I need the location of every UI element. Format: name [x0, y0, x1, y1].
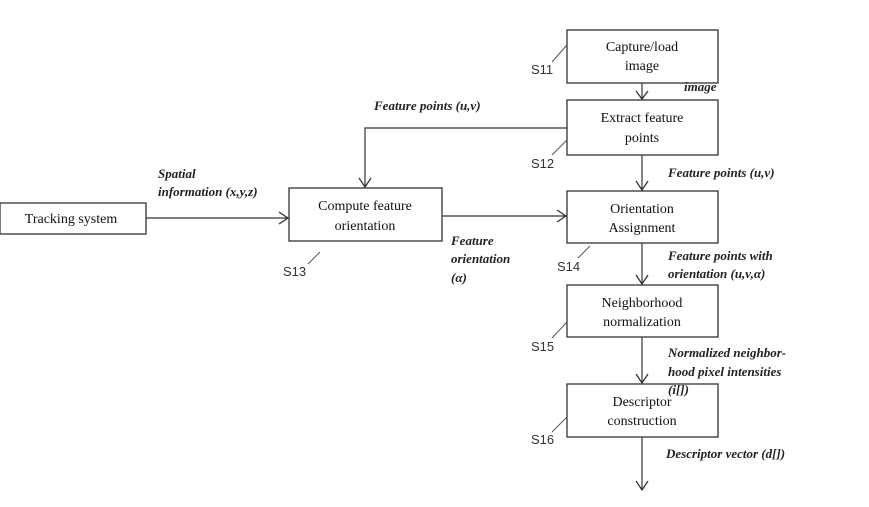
box-extract-line2: points	[625, 131, 659, 146]
box-neighborhood-line1: Neighborhood	[602, 296, 683, 311]
box-neighborhood-normalization: Neighborhood normalization	[566, 284, 719, 338]
leader-s16	[551, 416, 568, 433]
arrowhead-descriptor-output	[635, 480, 649, 492]
arrowhead-capture-extract	[635, 90, 649, 101]
arrowhead-compute-orientation	[556, 209, 568, 223]
box-compute-feature-orientation: Compute feature orientation	[288, 187, 443, 242]
step-label-s13: S13	[283, 264, 306, 279]
box-extract-line1: Extract feature	[601, 111, 684, 126]
leader-s14	[577, 245, 591, 259]
box-orientation-assignment: Orientation Assignment	[566, 190, 719, 244]
box-descriptor-construction: Descriptor construction	[566, 383, 719, 438]
edge-label-fpo-line1: Feature points with	[667, 248, 773, 263]
leader-s15	[551, 321, 568, 339]
edge-label-image: image	[684, 79, 717, 94]
edge-label-feature-orientation-line2: orientation	[451, 251, 510, 266]
arrowhead-extract-orientation	[635, 180, 649, 192]
box-descriptor-line2: construction	[607, 414, 676, 429]
arrowhead-orientation-neighborhood	[635, 274, 649, 286]
box-descriptor-line1: Descriptor	[612, 395, 671, 410]
edge-label-feature-points-right: Feature points (u,v)	[667, 165, 775, 180]
edge-label-spatial-line1: Spatial	[158, 166, 196, 181]
arrow-extract-to-compute	[364, 127, 567, 187]
edge-label-feature-orientation-line1: Feature	[450, 233, 494, 248]
step-label-s15: S15	[531, 339, 554, 354]
arrowhead-extract-compute	[358, 177, 372, 189]
arrowhead-tracking-compute	[278, 211, 290, 225]
box-capture-load-image: Capture/load image	[566, 29, 719, 84]
step-label-s14: S14	[557, 259, 580, 274]
edge-label-fpo-line2: orientation (u,v,α)	[668, 266, 765, 281]
edge-label-descriptor-vector: Descriptor vector (d[])	[665, 446, 785, 461]
leader-s12	[551, 139, 568, 156]
box-tracking-system: Tracking system	[0, 202, 147, 235]
edge-label-spatial-line2: information (x,y,z)	[158, 184, 258, 199]
box-tracking-line1: Tracking system	[25, 212, 118, 227]
box-capture-line1: Capture/load	[606, 40, 678, 55]
edge-label-normalized-line2: hood pixel intensities	[668, 364, 781, 379]
box-compute-line2: orientation	[335, 219, 396, 234]
arrowhead-neighborhood-descriptor	[635, 373, 649, 385]
edge-label-normalized-line1: Normalized neighbor-	[667, 345, 786, 360]
box-extract-feature-points: Extract feature points	[566, 99, 719, 156]
leader-s13	[307, 251, 321, 265]
step-label-s12: S12	[531, 156, 554, 171]
box-compute-line1: Compute feature	[318, 199, 412, 214]
box-orientation-line2: Assignment	[609, 221, 676, 236]
step-label-s11: S11	[531, 62, 553, 77]
box-capture-line2: image	[625, 59, 659, 74]
edge-label-normalized-line3: (i[])	[668, 382, 689, 397]
edge-label-feature-orientation-line3: (α)	[451, 270, 467, 285]
edge-label-feature-points-top: Feature points (u,v)	[373, 98, 481, 113]
box-neighborhood-line2: normalization	[603, 315, 681, 330]
box-orientation-line1: Orientation	[610, 202, 674, 217]
leader-s11	[551, 44, 568, 63]
step-label-s16: S16	[531, 432, 554, 447]
